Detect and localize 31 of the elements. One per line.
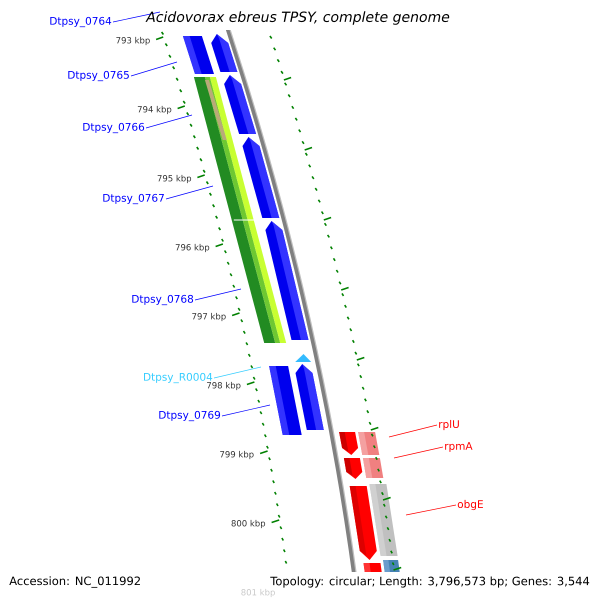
leader-line <box>214 366 262 378</box>
gene-label: Dtpsy_0764 <box>50 16 112 28</box>
tick-label: 796 kbp <box>176 244 210 252</box>
gene-label: Dtpsy_0768 <box>132 294 194 306</box>
leader-line <box>194 288 242 300</box>
tick-label: 795 kbp <box>158 174 192 184</box>
gene-label: rpmA <box>445 442 472 452</box>
gene-label: obgE <box>458 500 483 510</box>
tick-label: 793 kbp <box>116 36 150 46</box>
leader-line <box>146 114 192 128</box>
leader-line <box>406 504 456 516</box>
accession-text: Accession: NC_011992 <box>9 576 140 588</box>
tick-label: 797 kbp <box>192 312 226 322</box>
gene-label: Dtpsy_0765 <box>68 70 129 82</box>
gene-label: Dtpsy_0766 <box>83 122 144 134</box>
tick-label: 800 kbp <box>232 520 266 528</box>
leader-line <box>112 12 160 22</box>
gene-label: rplU <box>439 420 459 430</box>
leader-line <box>388 424 438 438</box>
leader-line <box>130 62 178 76</box>
genome-info-text: Topology: circular; Length: 3,796,573 bp; Genes: 3,544 <box>270 576 590 588</box>
title: Acidovorax ebreus TPSY, complete genome <box>145 11 450 25</box>
tick-label: 794 kbp <box>138 106 172 114</box>
gene-label: Dtpsy_0767 <box>103 194 164 204</box>
leader-line <box>166 186 214 200</box>
gene-label: Dtpsy_0769 <box>159 410 220 422</box>
leader-line <box>222 404 270 416</box>
tick-label: 798 kbp <box>207 382 241 390</box>
tick-label: 799 kbp <box>220 450 254 460</box>
gene-label: Dtpsy_R0004 <box>144 372 212 384</box>
leader-line <box>394 446 444 458</box>
